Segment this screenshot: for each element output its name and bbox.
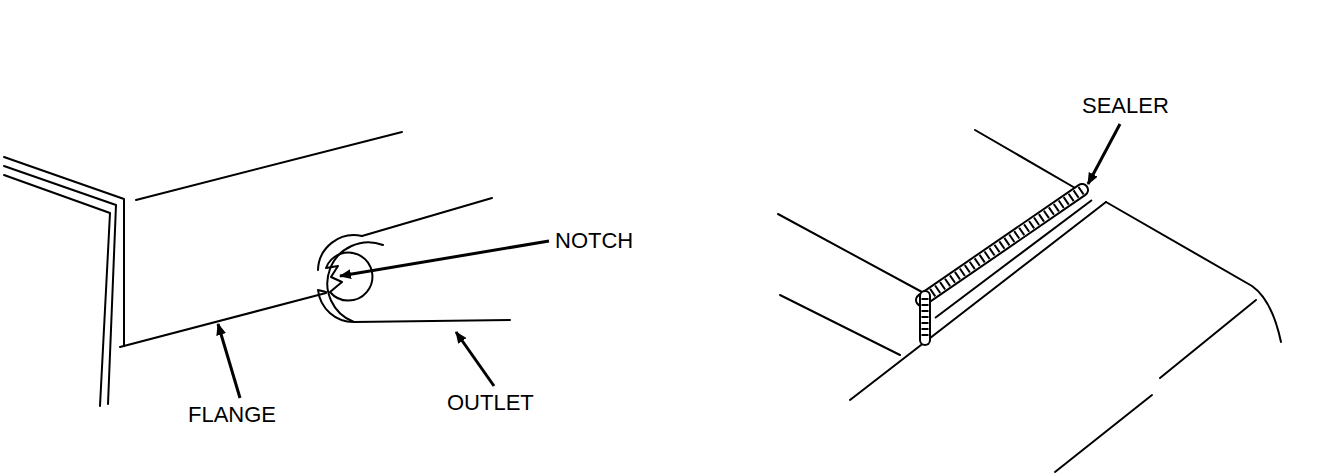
part-label: SEALER — [1082, 95, 1169, 117]
part-label: OUTLET — [447, 392, 534, 414]
part-label: FLANGE — [188, 404, 276, 426]
part-label: NOTCH — [555, 230, 633, 252]
sealer-bead — [922, 190, 1092, 340]
leader-lines — [218, 124, 1120, 398]
